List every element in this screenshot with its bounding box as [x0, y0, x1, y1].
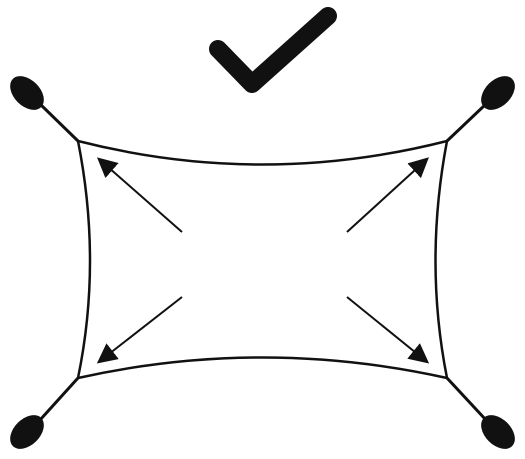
anchor-line-top-right: [447, 104, 486, 141]
checkmark-icon: [218, 16, 328, 84]
anchor-line-bottom-right: [447, 378, 486, 420]
shade-sail-panel: [78, 141, 447, 378]
anchor-line-top-left: [40, 104, 78, 141]
anchor-line-bottom-left: [40, 378, 78, 420]
